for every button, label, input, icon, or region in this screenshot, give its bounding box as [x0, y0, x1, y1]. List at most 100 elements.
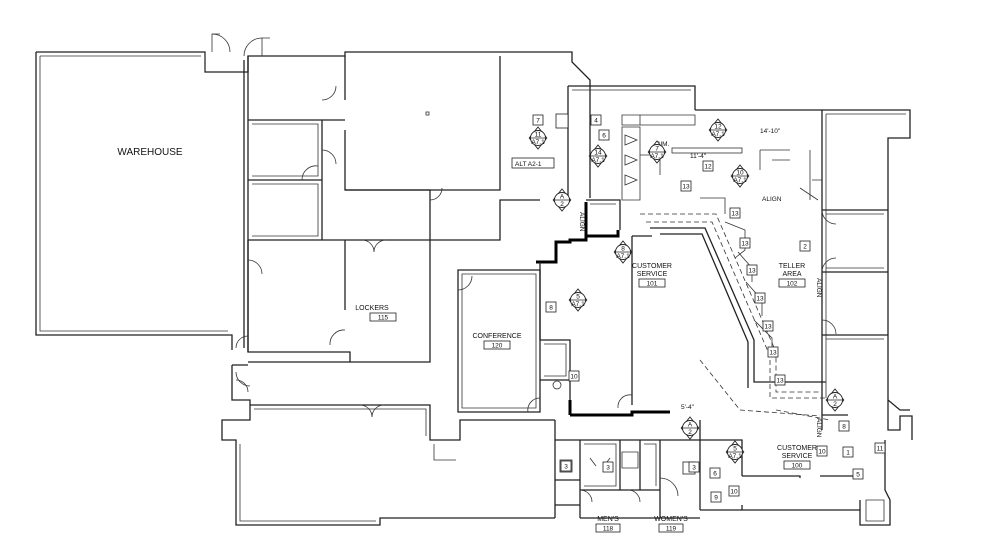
tag-box-number: 3	[606, 465, 610, 472]
sim-label: SIM.	[656, 141, 670, 148]
tag-box-frame	[560, 460, 572, 472]
tag-box: 1	[842, 446, 854, 458]
tag-box-number: 5	[856, 472, 860, 479]
tag-box-frame	[602, 461, 614, 473]
tag-box-number: 10	[730, 489, 738, 496]
teller-counter	[640, 197, 831, 421]
tag-box: 13	[754, 292, 766, 304]
tag-box-number: 11	[877, 446, 884, 453]
tag-box: 12	[702, 160, 714, 172]
tag-box-number: 13	[682, 184, 690, 191]
align-label-2: ALIGN	[815, 278, 822, 298]
tag-box-frame	[746, 264, 758, 276]
alt-ref-box	[511, 157, 555, 169]
section-marker-number: 10	[736, 170, 744, 177]
section-marker-number: 7	[655, 146, 659, 153]
right-block: TELLER AREA 102 14'-10"	[695, 109, 913, 440]
section-marker-sheet: 2	[833, 401, 837, 408]
tag-box: 10	[728, 485, 740, 497]
tag-box: 13	[767, 346, 779, 358]
section-marker-number: 12	[714, 124, 722, 131]
tag-box: 13	[774, 374, 786, 386]
warehouse-room	[35, 33, 591, 352]
tag-box-number: 4	[594, 118, 598, 125]
tag-box-number: 2	[803, 244, 807, 251]
small-dim-label-2: 5'-4"	[681, 404, 695, 411]
tag-box-frame	[739, 237, 751, 249]
customer-service-101-label-1: CUSTOMER	[632, 263, 672, 270]
section-marker: 7A7.1	[647, 140, 667, 164]
tag-box-frame	[709, 467, 721, 479]
tag-box: 10	[568, 370, 580, 382]
section-marker-sheet: A7.1	[733, 177, 747, 184]
tag-box: 2	[799, 240, 811, 252]
tag-box-number: 13	[764, 324, 772, 331]
conference-label: CONFERENCE	[472, 333, 521, 340]
tag-box-number: 6	[602, 133, 606, 140]
section-marker-number: 14	[594, 150, 602, 157]
tag-box: 13	[746, 264, 758, 276]
section-marker: 8A7.1	[613, 240, 633, 264]
womens-number-box	[658, 523, 684, 533]
tag-box-number: 13	[731, 211, 739, 218]
womens-number: 119	[666, 526, 677, 533]
tag-box: 4	[590, 114, 602, 126]
lower-left-block	[221, 361, 556, 526]
tag-box: 8	[838, 420, 850, 432]
tag-box-frame	[754, 292, 766, 304]
customer-service-100-label-1: CUSTOMER	[777, 445, 817, 452]
restrooms: MEN'S 118 WOMEN'S 119	[555, 439, 700, 533]
customer-service-101: CUSTOMER SERVICE 101	[539, 235, 672, 409]
tag-box-frame	[816, 445, 828, 457]
section-marker-sheet: 2	[560, 201, 564, 208]
section-marker-sheet: A7.1	[711, 131, 725, 138]
section-marker: 5A7.1	[725, 440, 745, 464]
section-marker-number: A	[833, 394, 838, 401]
tag-box-number: 6	[713, 471, 717, 478]
mens-number-box	[595, 523, 621, 533]
section-marker: A2	[680, 416, 700, 440]
tag-box-number: 1	[846, 450, 850, 457]
tag-box-frame	[838, 420, 850, 432]
mens-number: 118	[603, 526, 614, 533]
section-marker: A2	[552, 188, 572, 212]
tag-box-frame	[688, 461, 700, 473]
tag-box: 10	[816, 445, 828, 457]
tag-box-number: 13	[741, 241, 749, 248]
tag-box-number: 13	[756, 296, 764, 303]
tag-box-number: 3	[564, 464, 568, 471]
lockers-number: 115	[378, 315, 389, 322]
section-marker-number: 5	[733, 446, 737, 453]
tag-box-number: 13	[748, 268, 756, 275]
upper-office-block	[248, 56, 501, 241]
conference-number: 120	[492, 343, 503, 350]
tag-box-number: 9	[714, 495, 718, 502]
tag-box-number: 7	[536, 118, 540, 125]
teller-area-number-box	[778, 278, 806, 288]
new-walls	[536, 202, 670, 417]
tag-box: 13	[680, 180, 692, 192]
mens-label: MEN'S	[597, 516, 619, 523]
tag-box-frame	[598, 129, 610, 141]
tag-box-frame	[568, 370, 580, 382]
annotations: ALT A2-1 SIM. ALIGN ALIGN ALIGN ALIGN 5'…	[511, 141, 822, 438]
section-marker-sheet: A7.1	[616, 253, 630, 260]
section-marker-number: 11	[535, 132, 542, 139]
top-dim-label: 14'-10"	[760, 128, 781, 135]
section-marker: A2	[825, 388, 845, 412]
customer-service-101-number: 101	[647, 281, 658, 288]
tag-box-number: 10	[570, 374, 578, 381]
tag-box: 8	[545, 301, 557, 313]
tag-box: 13	[729, 207, 741, 219]
womens-label: WOMEN'S	[654, 516, 688, 523]
section-marker: 5A7.1	[568, 288, 588, 312]
conference-room: CONFERENCE 120	[457, 269, 541, 413]
tag-box-frame	[762, 320, 774, 332]
section-marker-sheet: A7.1	[531, 139, 545, 146]
tag-box: 11	[874, 442, 886, 454]
tag-box-frame	[532, 114, 544, 126]
